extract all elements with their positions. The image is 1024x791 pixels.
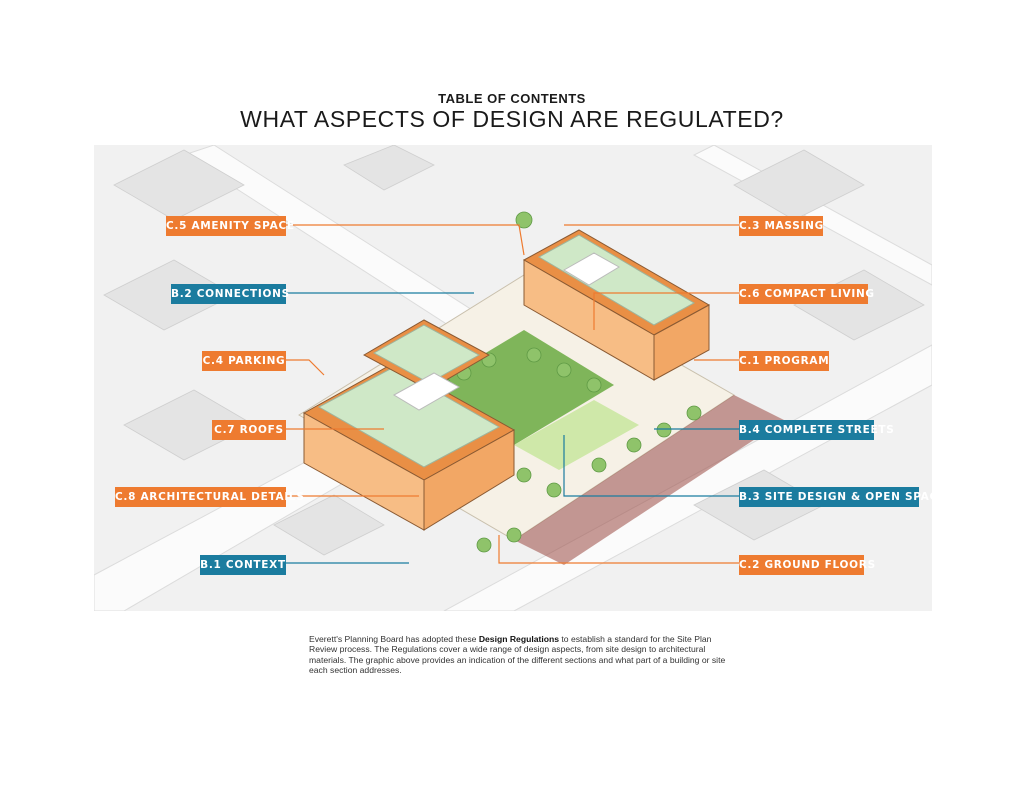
callout-c2-ground-floors: C.2 GROUND FLOORS (739, 555, 875, 575)
street-band (514, 395, 784, 565)
callout-b4-complete-streets: B.4 COMPLETE STREETS (739, 420, 894, 440)
callout-c7-roofs: C.7 ROOFS (212, 420, 286, 440)
caption-lead: Everett's Planning Board has adopted the… (309, 634, 479, 644)
page-title: WHAT ASPECTS OF DESIGN ARE REGULATED? (240, 106, 784, 132)
caption-bold: Design Regulations (478, 634, 560, 644)
building-west (302, 319, 516, 531)
isometric-site-drawing (94, 145, 932, 611)
building-east (522, 229, 711, 381)
description-caption: Everett's Planning Board has adopted the… (309, 634, 729, 676)
callout-c5-amenity-space: C.5 AMENITY SPACE (166, 216, 294, 236)
context-blocks (103, 145, 925, 556)
section-kicker: TABLE OF CONTENTS (438, 91, 586, 106)
callout-c1-program: C.1 PROGRAM (739, 351, 829, 371)
open-lawn (514, 400, 639, 470)
leader-lines (286, 224, 739, 564)
callout-b2-connections: B.2 CONNECTIONS (171, 284, 289, 304)
caption-rest: to establish a standard for the Site Pla… (309, 634, 726, 676)
callout-c6-compact-living: C.6 COMPACT LIVING (739, 284, 874, 304)
callout-b3-site-design-open-space: B.3 SITE DESIGN & OPEN SPACE (739, 487, 945, 507)
callout-c4-parking: C.4 PARKING (202, 351, 286, 371)
callout-c8-architectural-details: C.8 ARCHITECTURAL DETAILS (115, 487, 304, 507)
callout-b1-context: B.1 CONTEXT (200, 555, 286, 575)
site-illustration (94, 145, 932, 611)
callout-c3-massing: C.3 MASSING (739, 216, 823, 236)
